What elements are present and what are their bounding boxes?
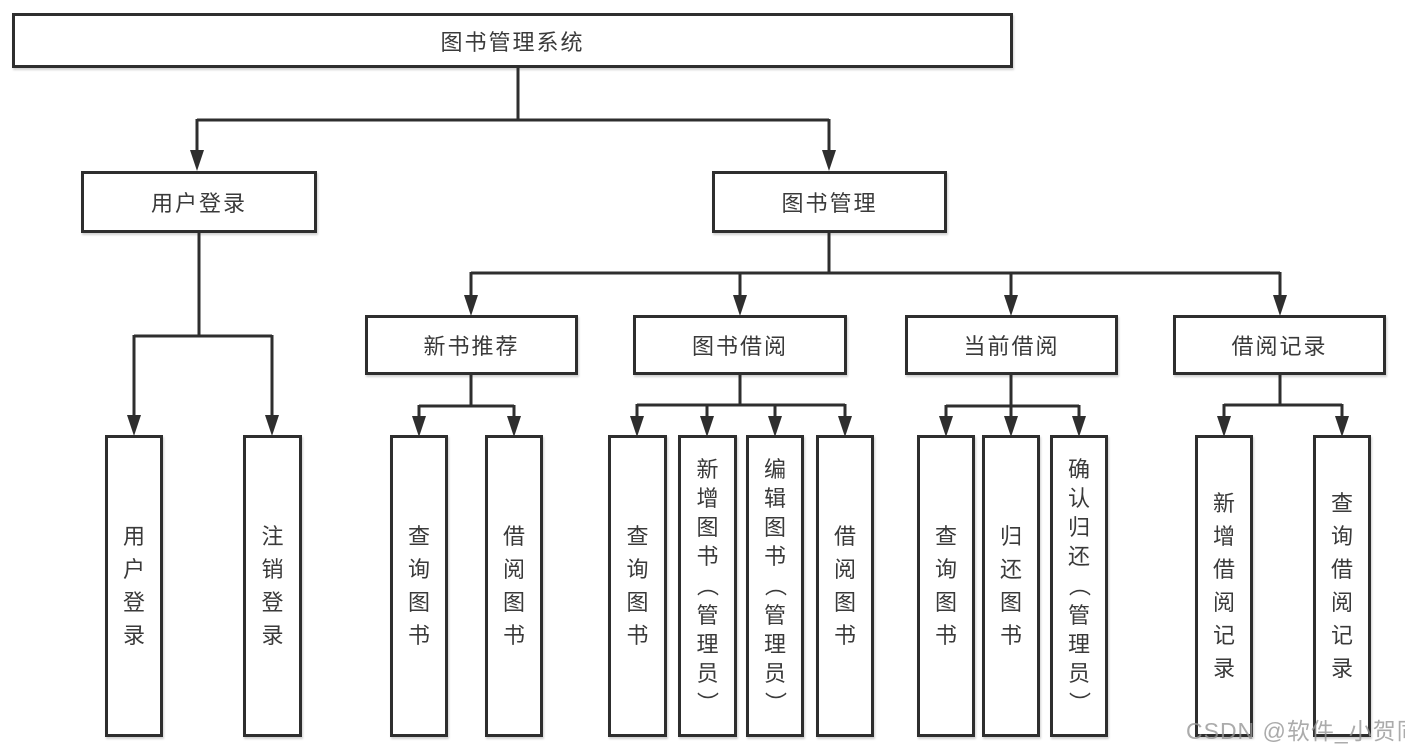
- leaf-borrow-add-books-admin: 新增图书（管理员）: [678, 435, 737, 737]
- csdn-watermark: CSDN @软件_小贺同学: [1186, 718, 1405, 744]
- leaf-current-confirm-return-admin-label: 确认归还（管理员）: [1066, 457, 1092, 714]
- leaf-borrow-query-books: 查询图书: [608, 435, 667, 737]
- leaf-records-add-record: 新增借阅记录: [1195, 435, 1253, 737]
- leaf-borrow-borrow-books: 借阅图书: [816, 435, 874, 737]
- leaf-logout-label: 注销登录: [261, 524, 284, 648]
- node-book-borrow: 图书借阅: [633, 315, 847, 375]
- node-library-system: 图书管理系统: [12, 13, 1013, 68]
- node-borrow-records-label: 借阅记录: [1231, 334, 1328, 359]
- node-book-borrow-label: 图书借阅: [691, 334, 788, 359]
- leaf-borrow-edit-books-admin-label: 编辑图书（管理员）: [762, 457, 788, 714]
- node-current-borrow: 当前借阅: [905, 315, 1118, 375]
- leaf-newrec-query-books-label: 查询图书: [407, 524, 430, 648]
- leaf-current-query-books: 查询图书: [917, 435, 975, 737]
- leaf-borrow-borrow-books-label: 借阅图书: [833, 524, 856, 648]
- leaf-newrec-query-books: 查询图书: [390, 435, 448, 737]
- leaf-records-add-record-label: 新增借阅记录: [1212, 491, 1235, 681]
- node-user-login-label: 用户登录: [150, 191, 247, 216]
- node-user-login: 用户登录: [81, 171, 317, 233]
- node-book-management-label: 图书管理: [781, 191, 878, 216]
- leaf-current-query-books-label: 查询图书: [934, 524, 957, 648]
- leaf-logout: 注销登录: [243, 435, 302, 737]
- node-current-borrow-label: 当前借阅: [963, 334, 1060, 359]
- leaf-user-login-label: 用户登录: [122, 524, 145, 648]
- leaf-newrec-borrow-books: 借阅图书: [485, 435, 543, 737]
- leaf-newrec-borrow-books-label: 借阅图书: [502, 524, 525, 648]
- leaf-current-confirm-return-admin: 确认归还（管理员）: [1050, 435, 1108, 737]
- leaf-records-query-record-label: 查询借阅记录: [1330, 491, 1353, 681]
- node-new-book-recommend-label: 新书推荐: [423, 334, 520, 359]
- leaf-current-return-books-label: 归还图书: [999, 524, 1022, 648]
- leaf-current-return-books: 归还图书: [982, 435, 1040, 737]
- leaf-user-login: 用户登录: [105, 435, 163, 737]
- leaf-borrow-add-books-admin-label: 新增图书（管理员）: [695, 457, 721, 714]
- leaf-borrow-edit-books-admin: 编辑图书（管理员）: [746, 435, 804, 737]
- node-library-system-label: 图书管理系统: [440, 29, 585, 55]
- node-book-management: 图书管理: [712, 171, 947, 233]
- node-borrow-records: 借阅记录: [1173, 315, 1386, 375]
- leaf-borrow-query-books-label: 查询图书: [626, 524, 649, 648]
- node-new-book-recommend: 新书推荐: [365, 315, 578, 375]
- leaf-records-query-record: 查询借阅记录: [1313, 435, 1371, 737]
